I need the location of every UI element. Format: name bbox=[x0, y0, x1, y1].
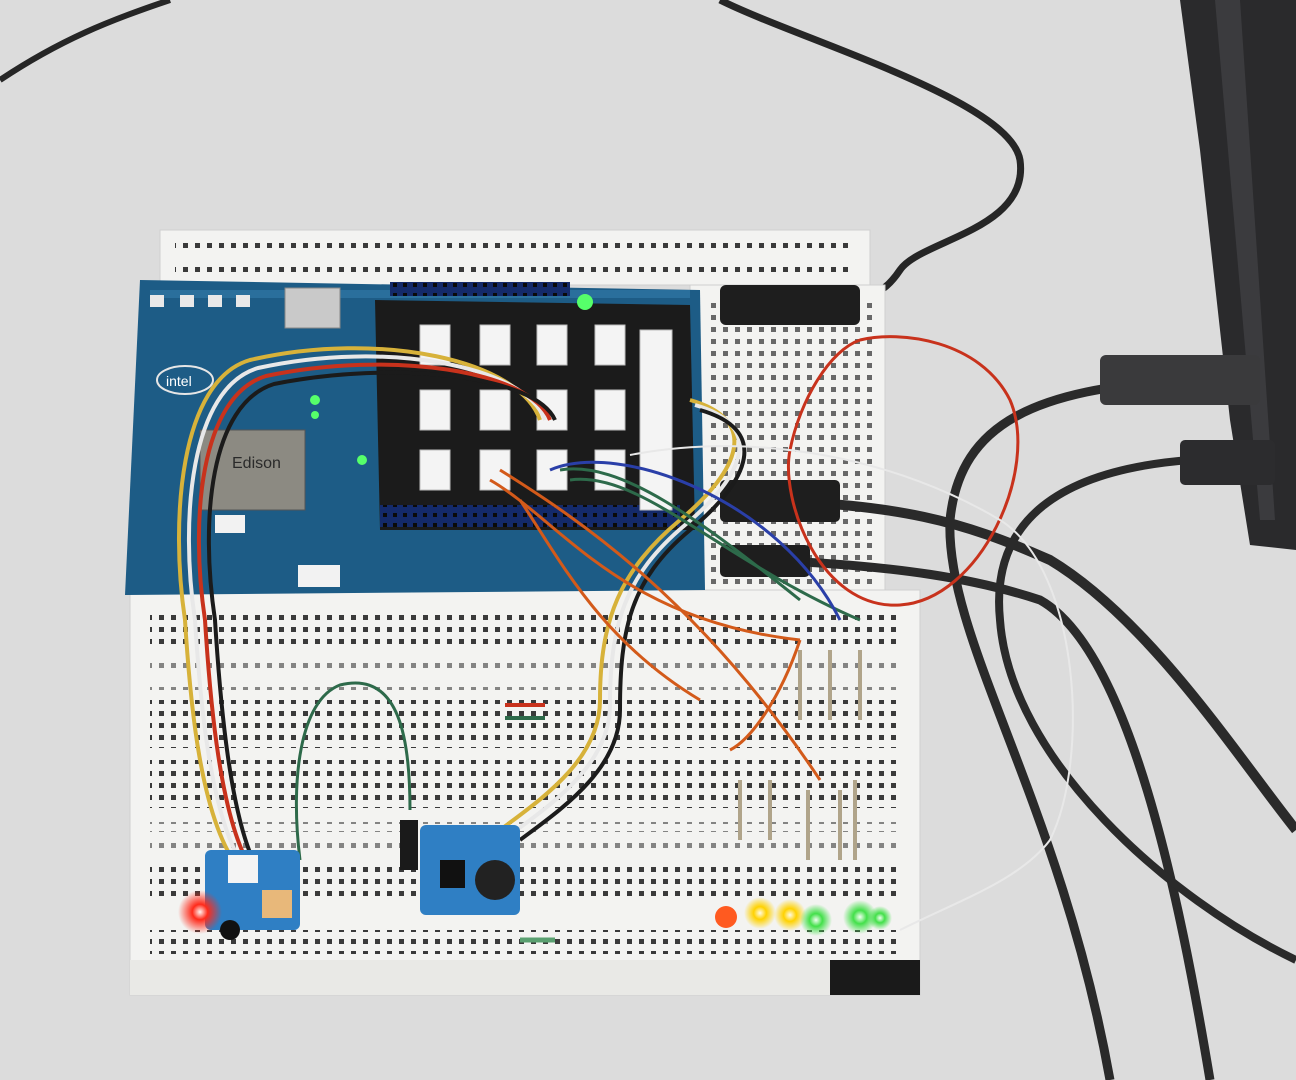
led-red bbox=[715, 906, 737, 928]
led-green-1 bbox=[800, 904, 832, 936]
usb-plug-4 bbox=[720, 545, 810, 577]
led-yellow-1 bbox=[744, 897, 776, 929]
led-green-2 bbox=[843, 900, 877, 934]
jumper-wires bbox=[177, 335, 1074, 943]
shield-power-led bbox=[577, 294, 593, 310]
breadboard-top-rail bbox=[159, 229, 871, 286]
grove-sound-sensor bbox=[400, 820, 520, 915]
usb-plug-3 bbox=[720, 480, 840, 522]
led-row bbox=[715, 897, 892, 936]
usb-plug bbox=[1100, 355, 1260, 405]
power-jack bbox=[720, 285, 860, 325]
brand-label: intel bbox=[166, 373, 192, 389]
power-cable bbox=[0, 0, 171, 83]
led-yellow-2 bbox=[774, 899, 806, 931]
led-green-3 bbox=[868, 906, 892, 930]
edison-module bbox=[199, 429, 306, 511]
board-leg bbox=[830, 960, 920, 995]
grove-led-module bbox=[205, 850, 300, 940]
usb-plug-2 bbox=[1180, 440, 1275, 485]
resistors bbox=[738, 650, 862, 860]
usb-cables bbox=[759, 375, 1296, 1080]
module-label: Edison bbox=[232, 455, 281, 472]
intel-logo bbox=[156, 365, 214, 395]
red-led-grove bbox=[178, 890, 222, 934]
